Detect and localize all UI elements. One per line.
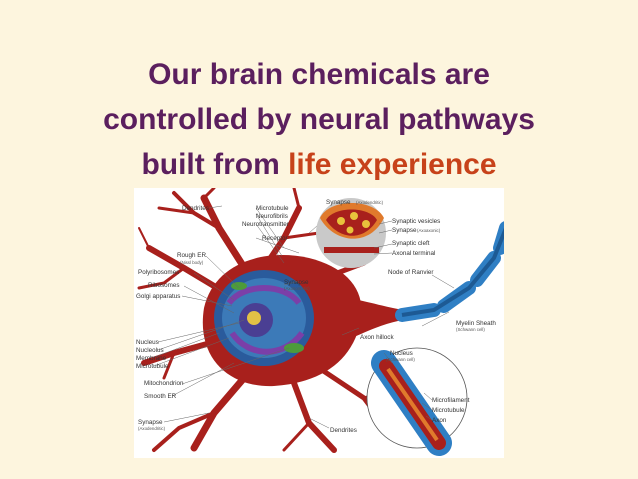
- label-nucleolus: Nucleolus: [136, 347, 164, 354]
- label-synaptic-vesicles: Synaptic vesicles: [392, 218, 440, 225]
- label-synapse-axoaxonic: Synapse: [392, 227, 417, 234]
- label-mitochondrion: Mitochondrion: [144, 380, 184, 387]
- axon-core: [401, 227, 504, 317]
- label-ribosomes: Ribosomes: [148, 282, 180, 289]
- myelin-inset: [366, 347, 468, 456]
- label-myelin-note: (Schwann cell): [456, 327, 485, 332]
- label-synapse-bottom-note: (Axodendritic): [138, 426, 166, 431]
- mitochondrion-shape-2: [231, 282, 247, 290]
- title-highlight: life experience: [288, 148, 497, 181]
- neuron-illustration: Dendrites Microtubule Neurofibrils Neuro…: [136, 188, 504, 456]
- label-node-ranvier: Node of Ranvier: [388, 269, 434, 276]
- label-rough-er-note: (Nissl body): [180, 260, 204, 265]
- nucleolus-shape: [247, 311, 261, 325]
- label-golgi: Golgi apparatus: [136, 293, 180, 300]
- label-synapse-mid: Synapse: [284, 279, 309, 286]
- label-microtubule-top: Microtubule: [256, 205, 289, 212]
- title-line-1: Our brain chemicals are: [148, 58, 490, 91]
- slide-title: Our brain chemicals are controlled by ne…: [0, 52, 638, 187]
- label-neurofibrils: Neurofibrils: [256, 213, 288, 220]
- label-microfilament: Microfilament: [432, 397, 470, 404]
- label-dendrites-top: Dendrites: [182, 205, 209, 212]
- golgi-apparatus: [226, 285, 305, 355]
- label-rough-er: Rough ER: [177, 252, 207, 259]
- label-synapse-top: Synapse: [326, 199, 351, 206]
- label-synapse-bottom: Synapse: [138, 419, 163, 426]
- label-myelin-sheath: Myelin Sheath: [456, 320, 496, 327]
- title-line-2: controlled by neural pathways: [103, 103, 535, 136]
- label-synapse-axoaxonic-note: (Axoaxonic): [417, 228, 441, 233]
- axon-hillock: [349, 298, 404, 338]
- label-microtubule-left: Microtubule: [136, 363, 169, 370]
- label-smooth-er: Smooth ER: [144, 393, 177, 400]
- label-nucleus-left: Nucleus: [136, 339, 159, 346]
- label-axon: Axon: [432, 417, 447, 424]
- label-nucleus-inset-note: (Schwann cell): [386, 357, 415, 362]
- title-line-3-prefix: built from: [141, 148, 289, 181]
- mitochondrion-shape: [284, 343, 304, 353]
- label-axon-hillock: Axon hillock: [360, 334, 394, 341]
- label-axonal-terminal: Axonal terminal: [392, 250, 435, 257]
- label-nucleus-inset: Nucleus: [390, 350, 413, 357]
- leader-lines: [151, 205, 455, 429]
- label-synapse-mid-note: (Axosomatic): [284, 286, 310, 291]
- label-membrane: Membrane: [136, 355, 167, 362]
- label-microtubule-inset: Microtubule: [432, 407, 465, 414]
- label-synaptic-cleft: Synaptic cleft: [392, 240, 430, 247]
- neuron-diagram: Dendrites Microtubule Neurofibrils Neuro…: [134, 188, 504, 458]
- label-polyribosomes: Polyribosomes: [138, 269, 179, 276]
- label-receptor: Receptor: [262, 235, 288, 242]
- label-synapse-top-note: (Axodendritic): [356, 200, 384, 205]
- label-neurotransmitter: Neurotransmitter: [242, 221, 289, 228]
- label-dendrites-bottom: Dendrites: [330, 427, 357, 434]
- synapse-inset: [308, 198, 386, 268]
